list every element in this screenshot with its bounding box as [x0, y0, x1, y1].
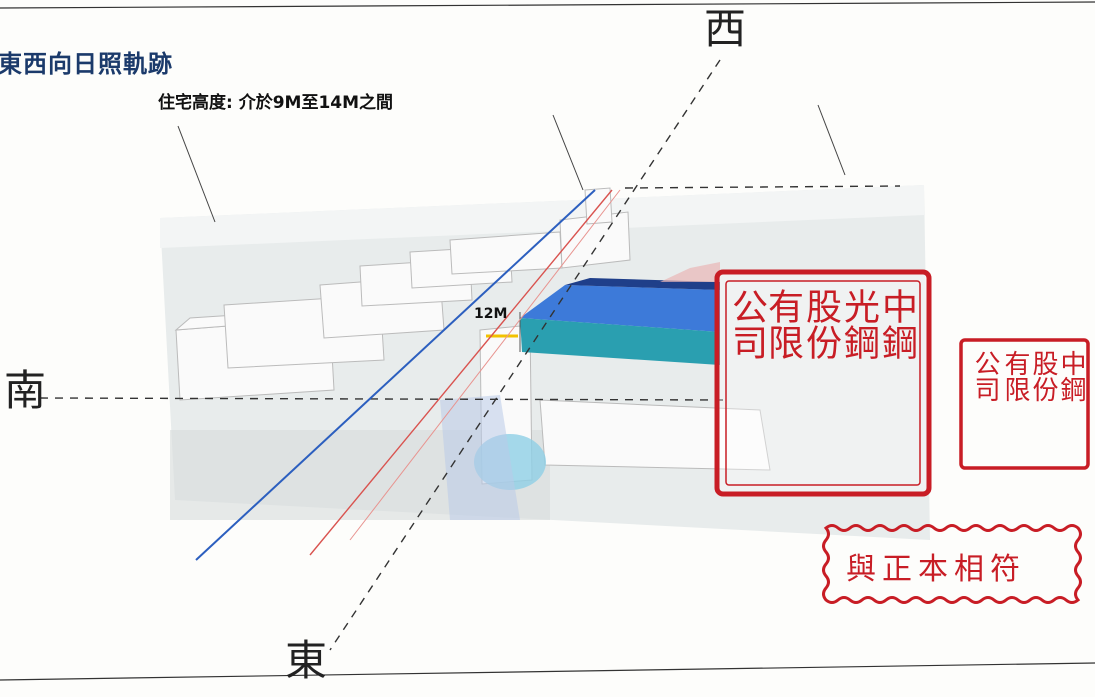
certify-stamp-frame	[822, 524, 1082, 604]
large-seal-col-5: 公司	[726, 288, 767, 360]
sun-path-blue-line	[195, 189, 596, 561]
small-seal-col-4: 公司	[970, 350, 1000, 402]
representative-seal-small	[959, 338, 1090, 470]
large-seal-col-4: 有限	[762, 288, 803, 360]
compass-west-label: 西	[704, 4, 747, 53]
small-seal-col-3: 有限	[1000, 350, 1030, 402]
company-seal-large	[714, 269, 932, 497]
building-height-label: 12M	[474, 306, 508, 322]
leader-lines	[177, 104, 846, 223]
compass-south-label: 南	[4, 366, 47, 415]
surrounding-buildings	[174, 187, 771, 485]
sun-path-light-red-line	[349, 189, 621, 541]
page-title: 東西向日照軌跡	[0, 50, 173, 78]
large-seal-col-1: 中鋼	[876, 288, 917, 360]
large-seal-col-2: 光鋼	[838, 288, 879, 360]
bottom-border-line	[0, 662, 1095, 681]
shadow-area	[440, 395, 520, 520]
small-seal-col-1: 中鋼	[1056, 350, 1086, 402]
sun-path-red-line	[309, 189, 613, 556]
small-seal-col-2: 股份	[1028, 350, 1058, 402]
compass-east-label: 東	[285, 636, 328, 685]
large-seal-col-3: 股份	[800, 288, 841, 360]
certified-true-copy-stamp: 與正本相符	[846, 552, 1026, 587]
top-border-line	[0, 1, 1095, 9]
height-note: 住宅高度: 介於9M至14M之間	[158, 93, 394, 113]
compass-axes	[39, 59, 901, 651]
proposed-building	[520, 262, 720, 365]
model-horizon	[160, 185, 924, 248]
